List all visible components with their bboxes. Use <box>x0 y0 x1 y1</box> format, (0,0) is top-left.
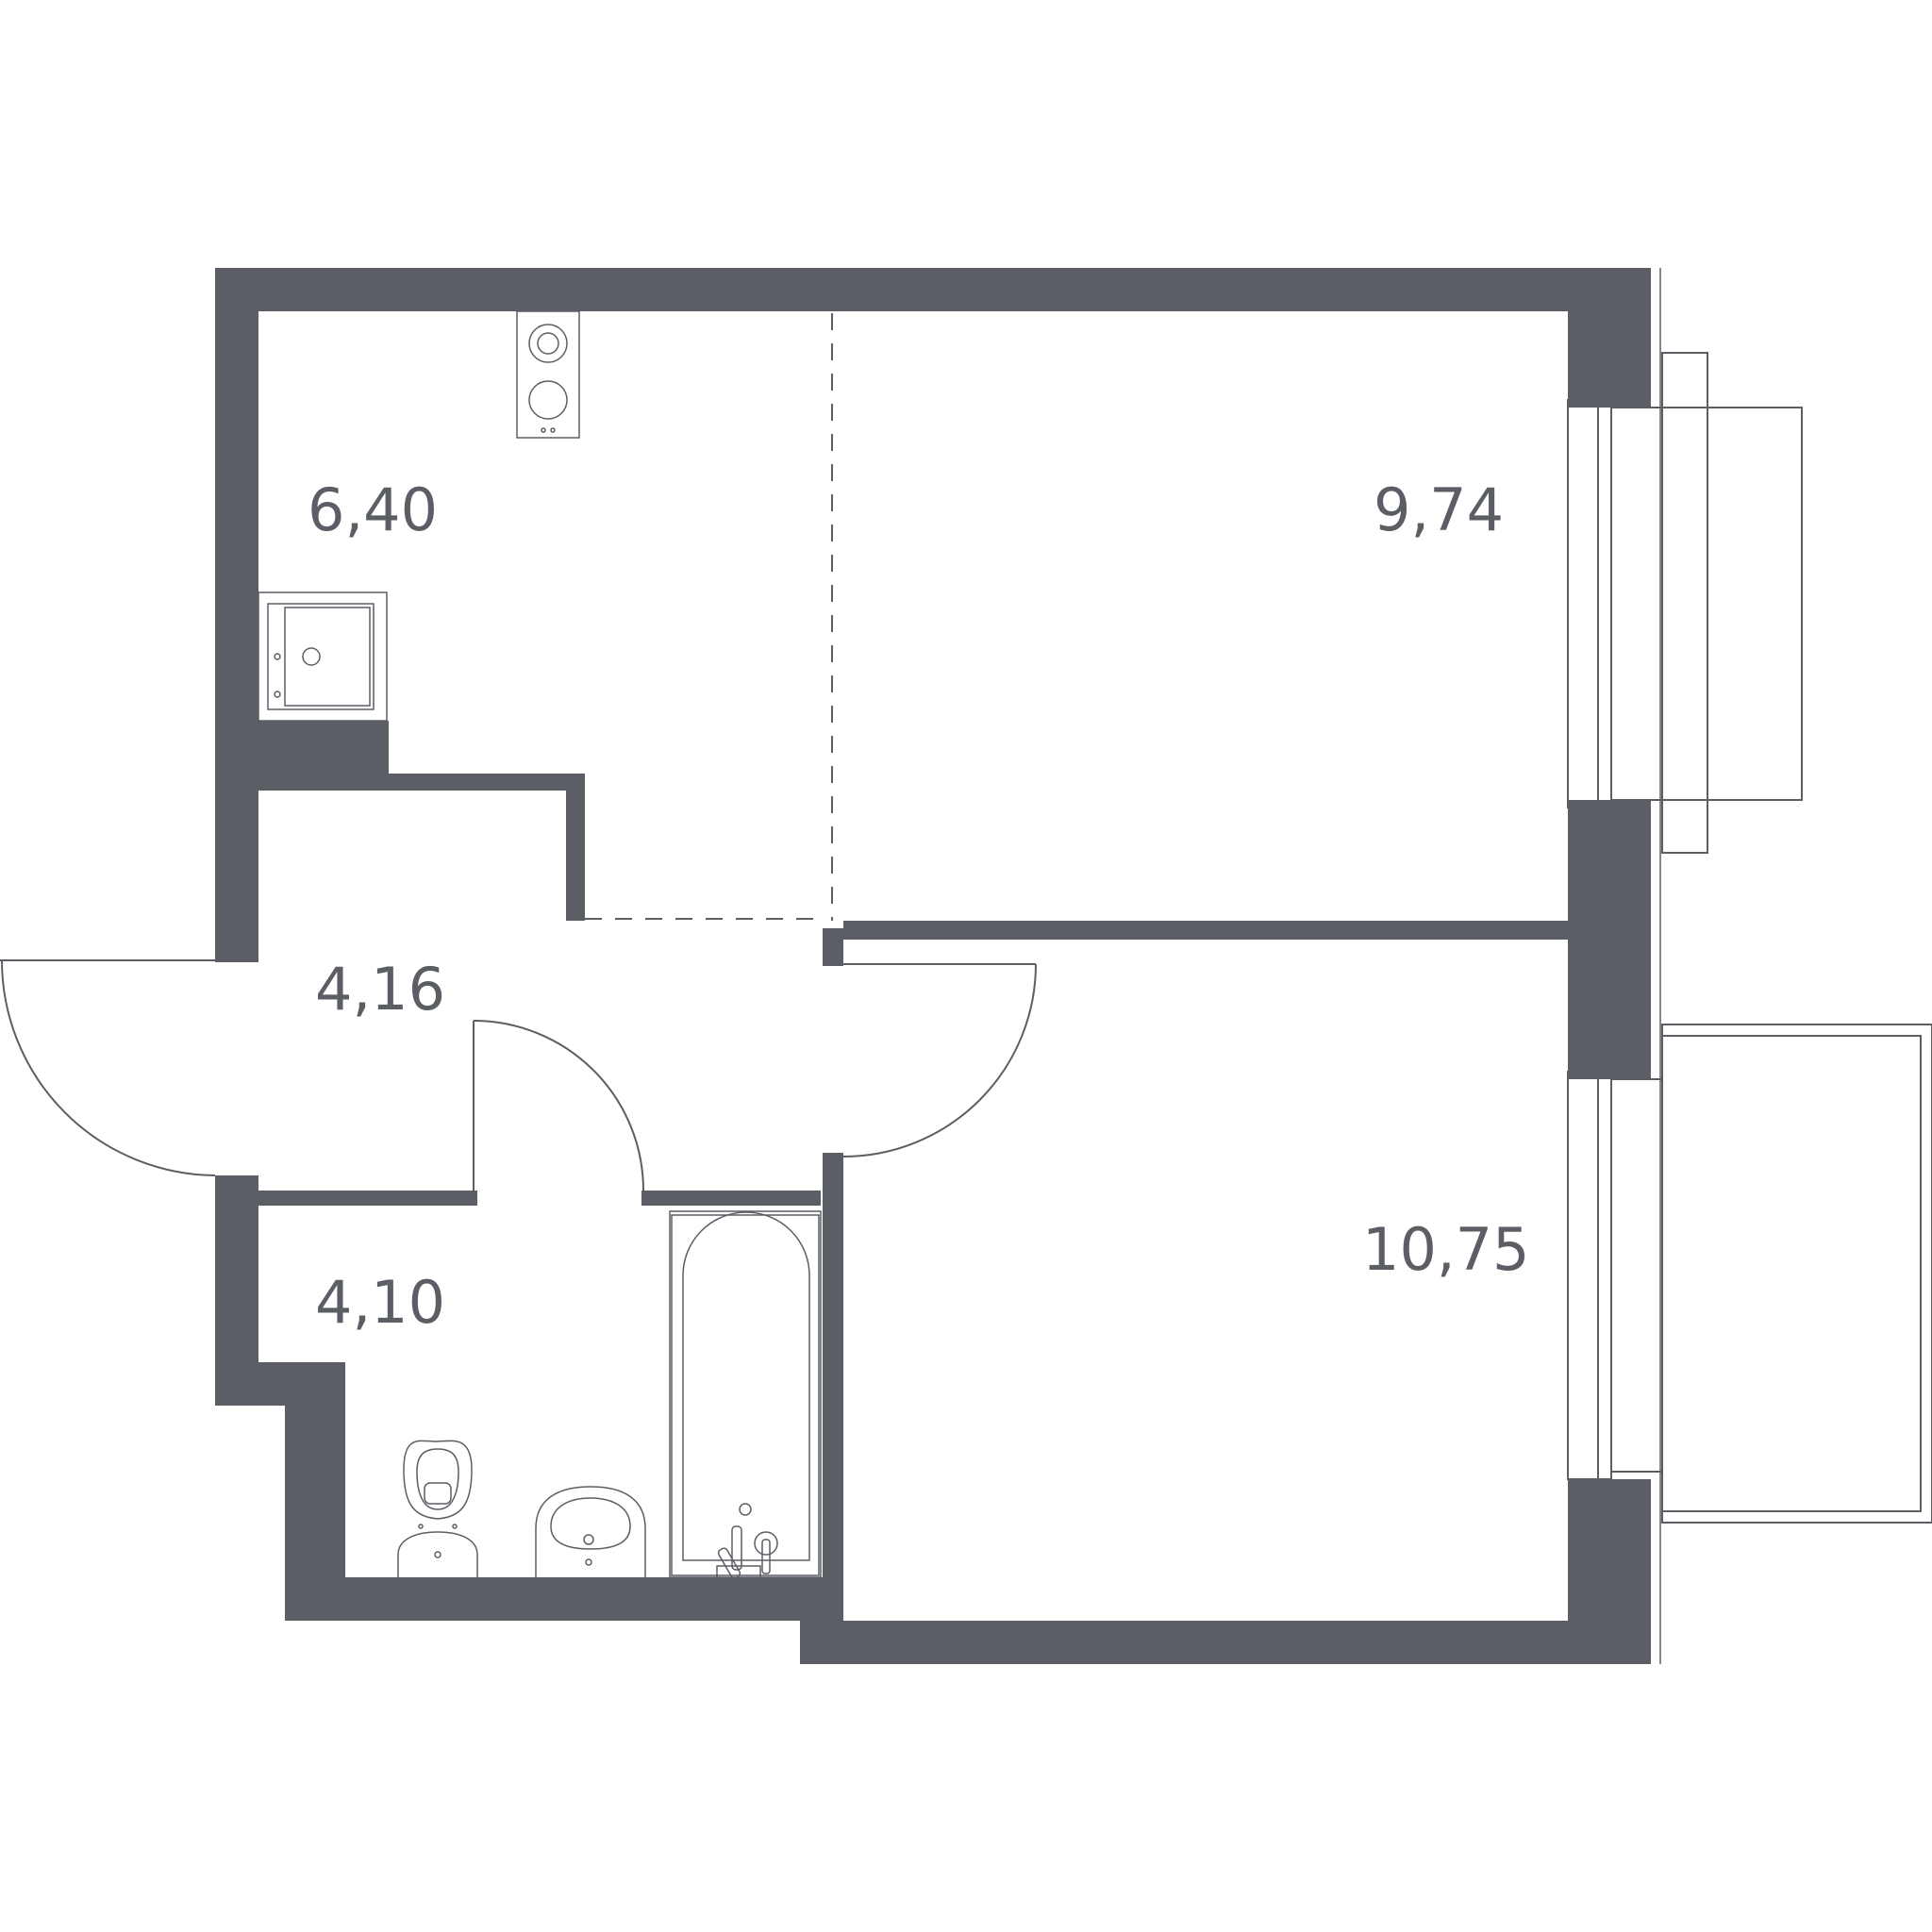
room-bottom-area-label: 10,75 <box>1362 1215 1530 1284</box>
kitchen-area-label: 6,40 <box>308 475 438 544</box>
room-top-area-label: 9,74 <box>1374 475 1504 544</box>
bathroom-door <box>473 1020 644 1191</box>
balcony-top <box>1661 352 1803 854</box>
bathroom-area-label: 4,10 <box>315 1268 445 1337</box>
toilet-icon <box>397 1440 478 1577</box>
entrance-door <box>0 959 216 1176</box>
hall-area-label: 4,16 <box>315 955 445 1024</box>
stove-icon <box>516 310 580 439</box>
walls <box>215 268 1651 1664</box>
bathtub-icon <box>669 1210 822 1579</box>
zone-dividers <box>585 313 833 921</box>
balcony-bottom <box>1661 1024 1932 1524</box>
kitchen-sink-icon <box>258 591 388 722</box>
washbasin-icon <box>535 1486 646 1577</box>
room-door <box>842 963 1037 1158</box>
